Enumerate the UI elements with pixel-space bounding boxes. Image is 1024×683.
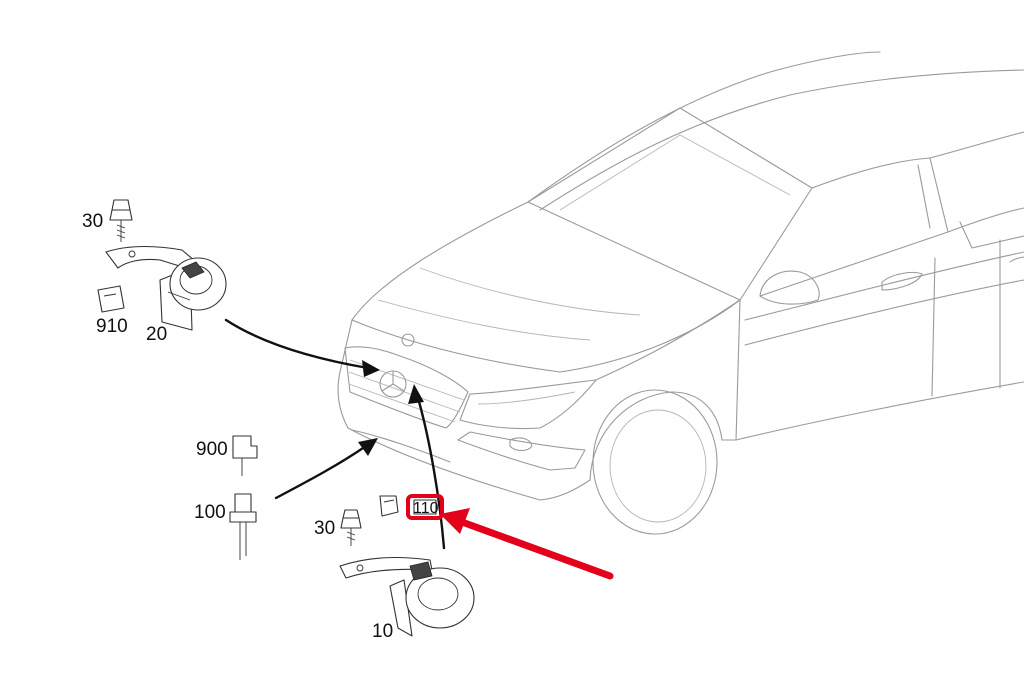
arrow-top-horn-head <box>362 360 380 377</box>
sensor-assembly: 900 100 <box>194 435 258 560</box>
arrow-sensor-head <box>358 438 378 456</box>
bottom-bolt-part <box>340 509 362 546</box>
arrow-bottom-horn-head <box>408 384 424 404</box>
pointer-arrows <box>224 318 446 550</box>
highlight-box <box>406 494 444 520</box>
sensor-part <box>229 493 257 560</box>
bottom-connector-part <box>379 495 399 517</box>
callout-top-bolt: 30 <box>82 211 103 232</box>
top-horn-assembly: 30 910 20 <box>82 199 227 345</box>
top-connector-part <box>97 285 125 313</box>
callout-bottom-bolt: 30 <box>314 518 335 539</box>
red-arrow-head <box>440 508 470 534</box>
bottom-horn-assembly: 30 10 110 <box>314 495 475 642</box>
red-arrow-shaft <box>458 518 614 580</box>
red-highlight <box>406 494 614 580</box>
callout-sensor-connector: 900 <box>196 439 228 460</box>
callout-top-connector: 910 <box>96 316 128 337</box>
callout-sensor: 100 <box>194 502 226 523</box>
arrow-top-horn <box>224 318 370 370</box>
callout-bottom-horn: 10 <box>372 621 393 642</box>
top-bolt-part <box>109 199 133 242</box>
top-horn-part <box>159 257 227 331</box>
car-outline <box>337 51 1024 535</box>
arrow-sensor <box>274 444 368 500</box>
callout-top-horn: 20 <box>146 324 167 345</box>
arrow-bottom-horn <box>416 396 446 550</box>
callout-highlighted-connector: 110 <box>413 500 439 517</box>
highlighted-connector-part <box>413 499 437 515</box>
sensor-connector-part <box>232 435 258 476</box>
bottom-horn-part <box>389 561 475 637</box>
